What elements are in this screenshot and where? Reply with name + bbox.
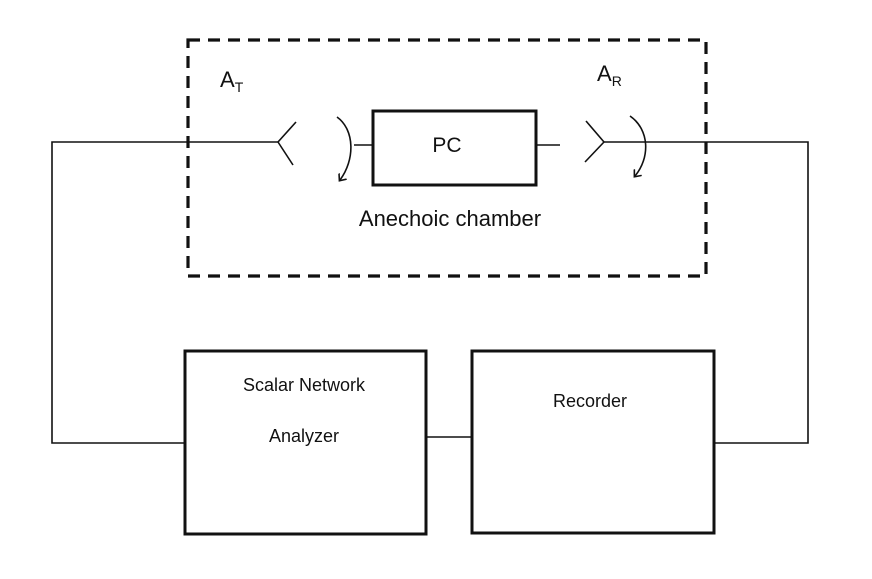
recorder-label: Recorder (553, 391, 627, 411)
anechoic-chamber-label: Anechoic chamber (359, 206, 541, 231)
transmit-rotation-arrow-icon (336, 116, 352, 180)
scalar-network-analyzer-block (183, 349, 428, 536)
right-cable (604, 141, 809, 444)
receive-antenna-label-subscript: R (612, 73, 622, 89)
anechoic-chamber-boundary (186, 38, 708, 278)
transmit-antenna-icon (277, 121, 297, 166)
transmit-antenna-label: AT (220, 67, 244, 95)
transmit-antenna-label-main: A (220, 67, 235, 92)
analyzer-label-line2: Analyzer (269, 426, 339, 446)
left-cable (51, 141, 278, 444)
receive-antenna-icon (584, 120, 605, 163)
transmit-antenna-label-subscript: T (235, 79, 244, 95)
recorder-block (470, 349, 716, 535)
receive-antenna-label: AR (597, 61, 622, 89)
analyzer-label-line1: Scalar Network (243, 375, 366, 395)
pc-label: PC (432, 134, 461, 157)
receive-antenna-label-main: A (597, 61, 612, 86)
pc-block (371, 109, 538, 187)
receive-rotation-arrow-icon (629, 115, 647, 176)
